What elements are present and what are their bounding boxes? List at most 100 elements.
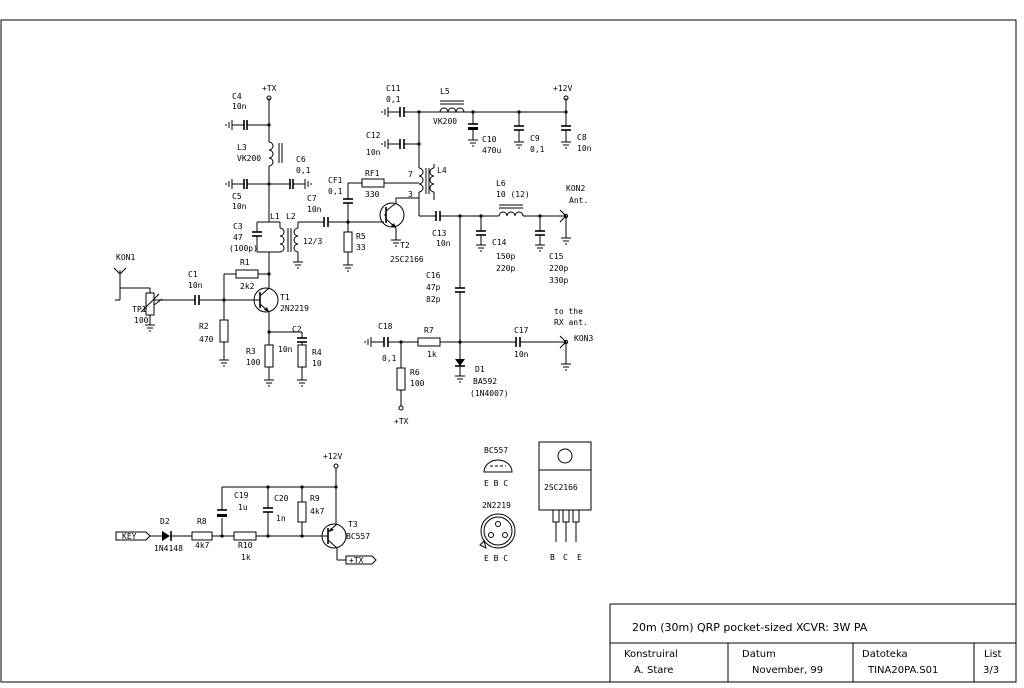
n2219-pins: E B C bbox=[484, 554, 508, 563]
t2-value: 2SC2166 bbox=[390, 255, 424, 264]
l3-name: L3 bbox=[237, 143, 247, 152]
c18-value: 0,1 bbox=[382, 354, 397, 363]
tx-supply-chain: +TX C4 10n L3 VK200 C5 10n bbox=[225, 84, 312, 222]
file-name: TINA20PA.S01 bbox=[867, 665, 938, 676]
t2-stage: C7 10n R5 33 CF1 0,1 RF1 330 bbox=[307, 169, 424, 272]
sc2166-pin-b: B bbox=[550, 553, 555, 562]
c2-name: C2 bbox=[292, 325, 302, 334]
kon2-label: KON2 bbox=[566, 184, 585, 193]
r7-value: 1k bbox=[427, 350, 437, 359]
r1-value: 2k2 bbox=[240, 282, 255, 291]
c3-name: C3 bbox=[233, 222, 243, 231]
pa-supply: +12V L5 VK200 C11 0,1 C12 10n bbox=[366, 84, 592, 216]
d1-name: D1 bbox=[475, 365, 485, 374]
c12-value: 10n bbox=[366, 148, 381, 157]
rf1-name: RF1 bbox=[365, 169, 380, 178]
l6-value: 10 (12) bbox=[496, 190, 530, 199]
kon1-label: KON1 bbox=[116, 253, 135, 262]
pinout-2n2219: 2N2219 E B C bbox=[479, 501, 516, 563]
sheet-border bbox=[0, 19, 1017, 683]
rx-switch: C18 0,1 R7 1k D1 BA592 (1N4007) C17 10n … bbox=[364, 307, 593, 426]
c4-value: 10n bbox=[232, 102, 247, 111]
drawing-title: 20m (30m) QRP pocket-sized XCVR: 3W PA bbox=[632, 621, 868, 634]
kon3-note-1: to the bbox=[554, 307, 583, 316]
output-filter: C13 10n C14 150p 220p L6 10 (12) C15 220… bbox=[419, 179, 588, 342]
supply-12v-2: +12V bbox=[323, 452, 342, 461]
t1-name: T1 bbox=[280, 293, 290, 302]
c3-alt: (100p) bbox=[229, 244, 258, 253]
l4-name: L4 bbox=[437, 166, 447, 175]
r4-name: R4 bbox=[312, 348, 322, 357]
l4-pin-b: 3 bbox=[408, 190, 413, 199]
kon3-note-2: RX ant. bbox=[554, 318, 588, 327]
r10-value: 1k bbox=[241, 553, 251, 562]
designer-name: A. Stare bbox=[634, 665, 673, 676]
t3-value: BC557 bbox=[346, 532, 370, 541]
r2-name: R2 bbox=[199, 322, 209, 331]
c11-value: 0,1 bbox=[386, 95, 401, 104]
l5-value: VK200 bbox=[433, 117, 457, 126]
d1-value: BA592 bbox=[473, 377, 497, 386]
title-block: 20m (30m) QRP pocket-sized XCVR: 3W PA K… bbox=[609, 603, 1016, 682]
c8-name: C8 bbox=[577, 133, 587, 142]
c13-name: C13 bbox=[432, 229, 447, 238]
pinout-2sc2166: 2SC2166 B C E bbox=[538, 441, 592, 562]
c8-value: 10n bbox=[577, 144, 592, 153]
c16-name: C16 bbox=[426, 271, 441, 280]
d2-value: 1N4148 bbox=[154, 544, 183, 553]
r9-name: R9 bbox=[310, 494, 320, 503]
r7-name: R7 bbox=[424, 326, 434, 335]
c16-alt: 82p bbox=[426, 295, 441, 304]
c11-name: C11 bbox=[386, 84, 401, 93]
r6-name: R6 bbox=[410, 368, 420, 377]
c9-name: C9 bbox=[530, 134, 540, 143]
c12-name: C12 bbox=[366, 131, 381, 140]
l2-value: 12/3 bbox=[303, 237, 322, 246]
r2-value: 470 bbox=[199, 335, 214, 344]
r6-value: 100 bbox=[410, 379, 425, 388]
c19-value: 1u bbox=[238, 503, 248, 512]
sc2166-pin-e: E bbox=[577, 553, 582, 562]
c6-name: C6 bbox=[296, 155, 306, 164]
c3-value: 47 bbox=[233, 233, 243, 242]
kon2-note: Ant. bbox=[569, 196, 588, 205]
l2-name: L2 bbox=[286, 212, 296, 221]
designer-label: Konstruiral bbox=[624, 649, 678, 660]
c20-name: C20 bbox=[274, 494, 289, 503]
tp1-name: TP1 bbox=[132, 305, 147, 314]
c10-name: C10 bbox=[482, 135, 497, 144]
supply-tx-3: +TX bbox=[349, 556, 364, 565]
c9-value: 0,1 bbox=[530, 145, 545, 154]
tx-output-connector bbox=[345, 555, 377, 565]
kon3-label: KON3 bbox=[574, 334, 593, 343]
r8-value: 4k7 bbox=[195, 541, 210, 550]
key-label: KEY bbox=[122, 532, 137, 541]
l1-name: L1 bbox=[270, 212, 280, 221]
supply-tx-1: +TX bbox=[262, 84, 277, 93]
c15-value: 220p bbox=[549, 264, 568, 273]
sc2166-label: 2SC2166 bbox=[544, 483, 578, 492]
c7-name: C7 bbox=[307, 194, 317, 203]
r1-name: R1 bbox=[240, 258, 250, 267]
l5-name: L5 bbox=[440, 87, 450, 96]
c2-value: 10n bbox=[278, 345, 293, 354]
l4-pin-a: 7 bbox=[408, 170, 413, 179]
date-value: November, 99 bbox=[752, 665, 823, 676]
r9-value: 4k7 bbox=[310, 507, 325, 516]
r8-name: R8 bbox=[197, 517, 207, 526]
c15-alt: 330p bbox=[549, 276, 568, 285]
l3-value: VK200 bbox=[237, 154, 261, 163]
c15-name: C15 bbox=[549, 252, 564, 261]
tp1-value: 100 bbox=[134, 316, 149, 325]
c4-name: C4 bbox=[232, 92, 242, 101]
sheet-number: 3/3 bbox=[983, 665, 999, 676]
r10-name: R10 bbox=[238, 541, 253, 550]
bc557-label: BC557 bbox=[484, 446, 508, 455]
c14-value: 150p bbox=[496, 252, 515, 261]
rf1-value: 330 bbox=[365, 190, 380, 199]
c20-value: 1n bbox=[276, 514, 286, 523]
cf1-value: 0,1 bbox=[328, 187, 343, 196]
r5-value: 33 bbox=[356, 243, 366, 252]
